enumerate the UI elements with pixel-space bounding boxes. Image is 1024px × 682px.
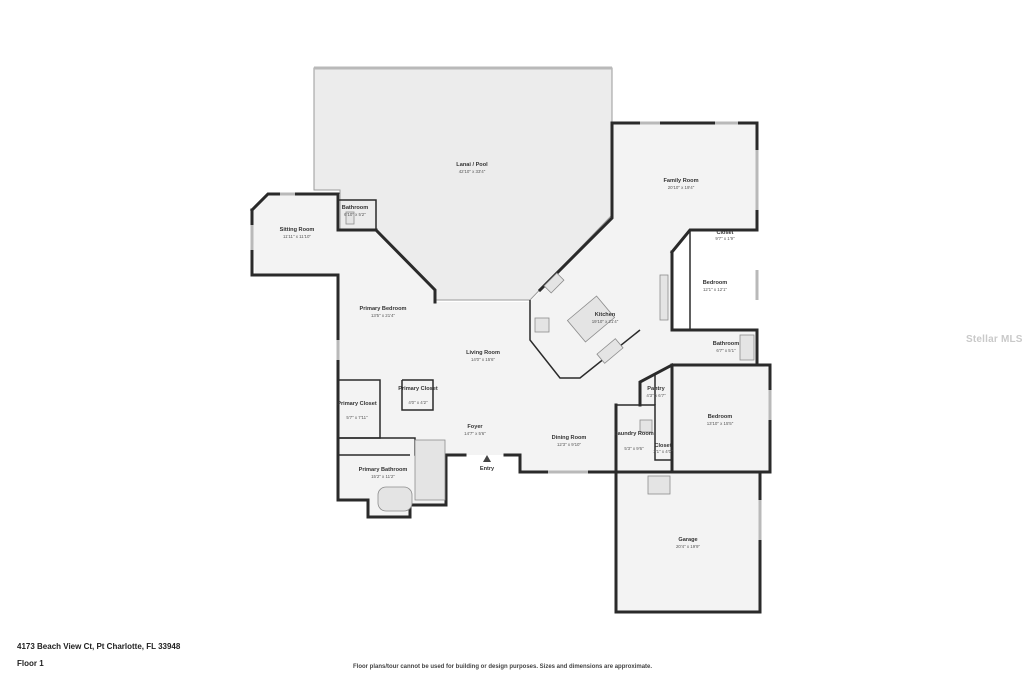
bathroom-1-dim: 6'10" x 5'2" bbox=[344, 212, 366, 217]
bathroom-1-label: Bathroom bbox=[342, 205, 368, 211]
watermark: Stellar MLS bbox=[966, 334, 1023, 345]
shower-icon bbox=[414, 439, 446, 501]
kitchen-island-icon bbox=[566, 295, 616, 343]
address-text: 4173 Beach View Ct, Pt Charlotte, FL 339… bbox=[17, 642, 181, 651]
primary-bedroom-label: Primary Bedroom bbox=[360, 306, 407, 312]
laundry-room-label: Laundry Room bbox=[614, 431, 653, 437]
washer-icon bbox=[639, 419, 653, 433]
entry-label: Entry bbox=[480, 466, 495, 472]
sitting-room-label: Sitting Room bbox=[280, 227, 315, 233]
closet-small-dim: 2'1" x 4'0" bbox=[653, 449, 673, 454]
primary-closet-a-dim: 4'0" x 4'2" bbox=[408, 400, 428, 405]
bedroom-2-label: Bedroom bbox=[708, 414, 733, 420]
garage-label: Garage bbox=[678, 537, 697, 543]
primary-bathroom-label: Primary Bathroom bbox=[359, 467, 408, 473]
closet-label: Closet bbox=[716, 230, 733, 236]
bathroom-2-dim: 6'7" x 5'1" bbox=[716, 348, 736, 353]
closet-shelf-icon bbox=[659, 274, 669, 321]
closet-dim: 9'7" x 1'9" bbox=[715, 236, 735, 241]
tub-icon bbox=[377, 486, 413, 512]
stairs-icon bbox=[647, 475, 671, 495]
primary-closet-a-label: Primary Closet bbox=[398, 386, 438, 392]
bedroom-1-dim: 12'1" x 12'1" bbox=[703, 287, 728, 292]
stove-icon bbox=[534, 317, 550, 333]
garage-dim: 20'4" x 19'9" bbox=[676, 544, 701, 549]
fixtures bbox=[345, 211, 755, 512]
family-room-dim: 20'10" x 19'4" bbox=[668, 185, 695, 190]
primary-closet-b-label: Primary Closet bbox=[337, 401, 377, 407]
toilet-icon bbox=[345, 211, 355, 225]
lanai-dim: 42'10" x 33'4" bbox=[459, 169, 486, 174]
disclaimer-text: Floor plans/tour cannot be used for buil… bbox=[353, 664, 653, 670]
sitting-room-dim: 11'11" x 11'10" bbox=[283, 234, 311, 239]
foyer-dim: 14'7" x 5'6" bbox=[464, 431, 486, 436]
kitchen-dim: 19'10" x 21'4" bbox=[592, 319, 619, 324]
floor-label: Floor 1 bbox=[17, 659, 44, 668]
primary-bedroom-dim: 13'5" x 21'4" bbox=[371, 313, 396, 318]
entry-arrow-icon bbox=[483, 455, 491, 462]
living-room-label: Living Room bbox=[466, 350, 500, 356]
kitchen-label: Kitchen bbox=[595, 312, 616, 318]
primary-bathroom-dim: 15'2" x 11'2" bbox=[371, 474, 395, 479]
primary-closet-b-dim: 5'7" x 7'11" bbox=[346, 415, 368, 420]
pantry-dim: 4'3" x 6'7" bbox=[646, 393, 666, 398]
dining-room-label: Dining Room bbox=[552, 435, 587, 441]
bedroom-1-label: Bedroom bbox=[703, 280, 728, 286]
foyer-label: Foyer bbox=[467, 424, 483, 430]
laundry-room-dim: 5'3" x 9'6" bbox=[624, 446, 644, 451]
family-room-label: Family Room bbox=[663, 178, 698, 184]
room-labels: Lanai / Pool 42'10" x 33'4" Family Room … bbox=[280, 162, 740, 549]
counter-icon bbox=[596, 338, 624, 364]
dining-room-dim: 12'3" x 9'10" bbox=[557, 442, 582, 447]
closet-small-label: Closet bbox=[654, 443, 671, 449]
pantry-label: Pantry bbox=[647, 386, 665, 392]
living-room-dim: 14'0" x 15'6" bbox=[471, 357, 496, 362]
bedroom-2-dim: 13'10" x 15'5" bbox=[707, 421, 734, 426]
windows bbox=[250, 66, 772, 540]
bathroom-2-label: Bathroom bbox=[713, 341, 739, 347]
vanity-icon bbox=[739, 334, 755, 361]
sink-icon bbox=[543, 272, 565, 294]
lanai-label: Lanai / Pool bbox=[456, 162, 488, 168]
